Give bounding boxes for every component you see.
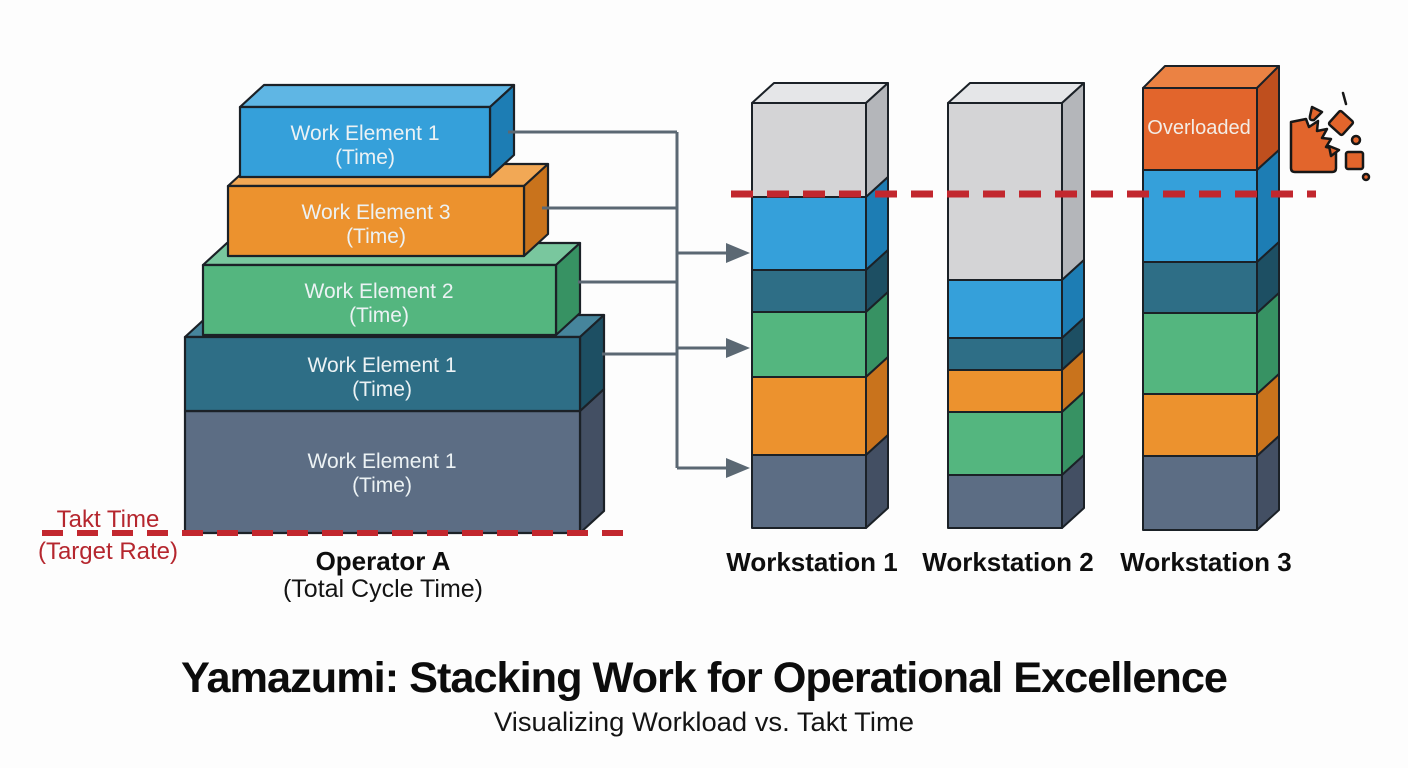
arrow-head-icon <box>726 243 750 263</box>
takt-time-label: Takt Time <box>57 506 160 533</box>
overloaded-label: Overloaded <box>1147 117 1250 139</box>
stack-block-blue-label: Work Element 1 <box>291 122 440 145</box>
ws3-segment-teal <box>1142 261 1258 314</box>
workstation-2-label: Workstation 2 <box>922 547 1093 577</box>
ws2-segment-blue <box>947 279 1063 339</box>
stack-block-slate-label: Work Element 1 <box>308 450 457 473</box>
stack-block-teal-label: Work Element 1 <box>308 354 457 377</box>
operator-caption: (Total Cycle Time) <box>283 575 483 603</box>
ws1-segment-slate <box>751 454 867 529</box>
ws2-segment-orange <box>947 369 1063 413</box>
workstation-1-bar: Workstation 1 <box>726 82 898 577</box>
workstation-1-label: Workstation 1 <box>726 547 897 577</box>
page-title: Yamazumi: Stacking Work for Operational … <box>181 654 1227 702</box>
stack-block-green-time: (Time) <box>349 304 409 327</box>
stack-block-slate: Work Element 1 (Time) <box>183 387 606 535</box>
arrow-head-icon <box>726 338 750 358</box>
ws1-segment-orange <box>751 376 867 456</box>
stack-block-blue: Work Element 1 (Time) <box>238 83 516 179</box>
ws1-segment-gray <box>751 102 867 198</box>
ws1-segment-teal <box>751 269 867 313</box>
ws3-segment-orange <box>1142 393 1258 457</box>
ws1-segment-blue <box>751 196 867 271</box>
caption-area: Yamazumi: Stacking Work for Operational … <box>181 654 1228 737</box>
stack-block-teal-time: (Time) <box>352 378 412 401</box>
stack-block-orange-label: Work Element 3 <box>302 201 451 224</box>
workstation-3-bar: Overloaded Workstation 3 <box>1120 65 1292 577</box>
ws2-segment-teal <box>947 337 1063 371</box>
ws3-segment-blue <box>1142 169 1258 263</box>
workstation-2-bar: Workstation 2 <box>922 82 1094 577</box>
ws1-segment-green <box>751 311 867 378</box>
operator-label: Operator A <box>316 546 451 576</box>
ws2-segment-green <box>947 411 1063 476</box>
connector-arrows <box>508 130 750 478</box>
stack-block-orange-time: (Time) <box>346 225 406 248</box>
ws3-segment-slate <box>1142 455 1258 531</box>
takt-target-rate-label: (Target Rate) <box>38 538 178 565</box>
ws3-segment-green <box>1142 312 1258 395</box>
crumbling-block-icon <box>1289 91 1371 182</box>
ws2-segment-slate <box>947 474 1063 529</box>
takt-time-lines: Takt Time (Target Rate) <box>38 190 1316 565</box>
stack-block-blue-time: (Time) <box>335 146 395 169</box>
workstation-3-label: Workstation 3 <box>1120 547 1291 577</box>
stack-block-slate-time: (Time) <box>352 474 412 497</box>
page-subtitle: Visualizing Workload vs. Takt Time <box>494 707 914 737</box>
stack-block-green-label: Work Element 2 <box>305 280 454 303</box>
operator-stack: Work Element 1 (Time) Work Element 1 (Ti… <box>183 83 606 603</box>
ws3-segment-overload <box>1142 87 1258 171</box>
arrow-head-icon <box>726 458 750 478</box>
